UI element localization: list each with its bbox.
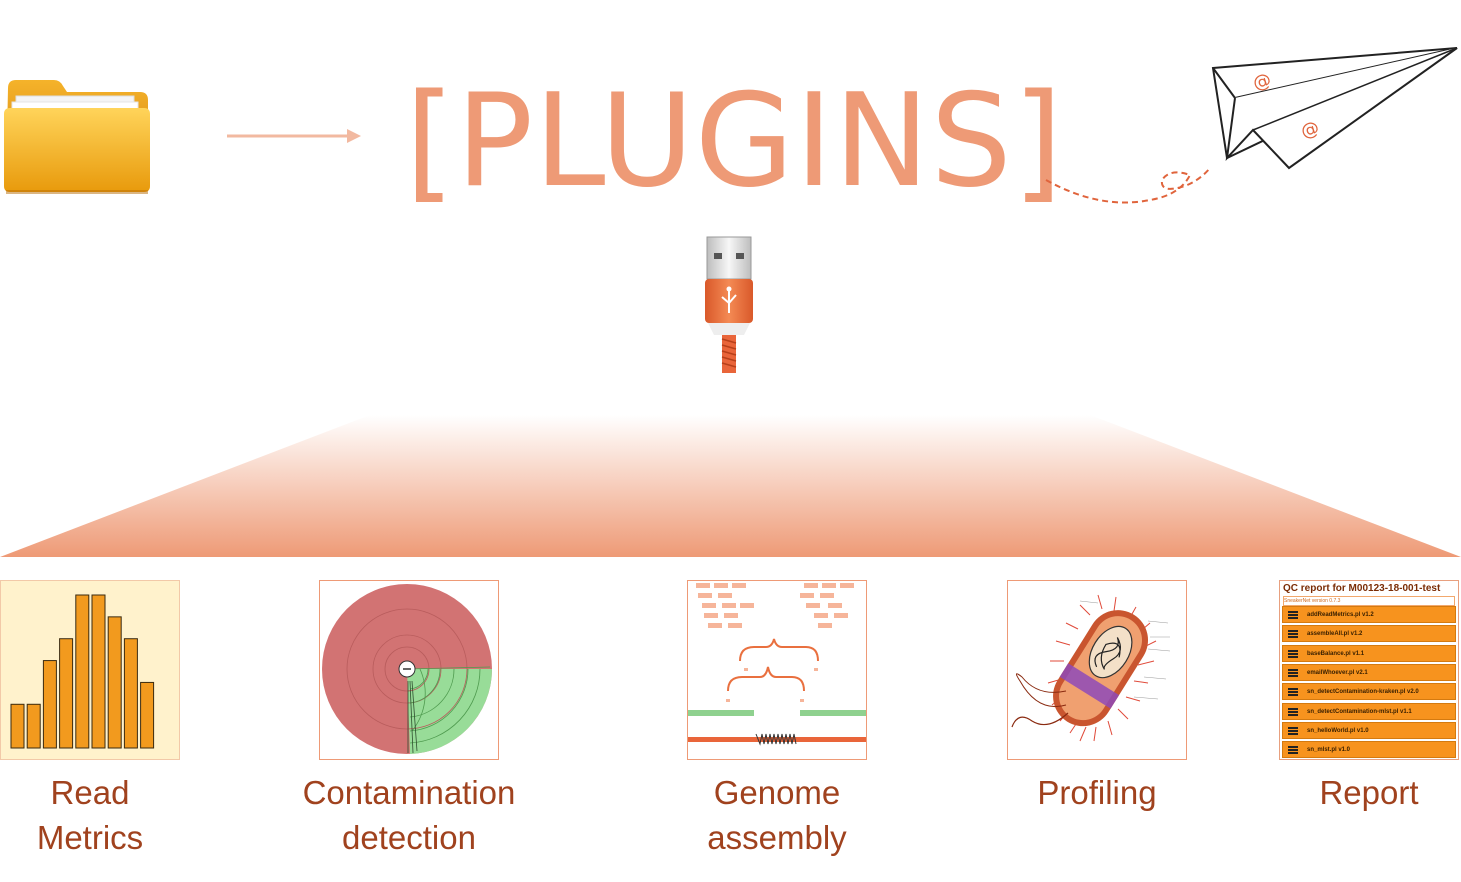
at-sign-icon: @ bbox=[1298, 117, 1322, 143]
hamburger-icon bbox=[1288, 726, 1298, 735]
histogram-icon bbox=[10, 594, 155, 749]
report-row: emailWhoever.pl v2.1 bbox=[1282, 663, 1456, 681]
sunburst-icon bbox=[322, 584, 492, 754]
report-row-label: assembleAll.pl v1.2 bbox=[1307, 631, 1363, 638]
histogram-bar bbox=[107, 616, 122, 749]
plugin-caption-contamination: Contamination detection bbox=[302, 774, 516, 856]
report-subtitle: SneakerNet version 0.7.3 bbox=[1283, 596, 1455, 606]
plugin-caption-read-metrics: Read Metrics bbox=[36, 774, 144, 856]
report-row-label: baseBalance.pl v1.1 bbox=[1307, 650, 1365, 657]
histogram-bar bbox=[75, 594, 90, 749]
usb-connector-icon bbox=[705, 236, 753, 373]
report-row: baseBalance.pl v1.1 bbox=[1282, 644, 1456, 662]
hamburger-icon bbox=[1288, 707, 1298, 716]
report-row: sn_mlst.pl v1.0 bbox=[1282, 741, 1456, 759]
report-row-label: emailWhoever.pl v2.1 bbox=[1307, 669, 1368, 676]
report-row-label: sn_helloWorld.pl v1.0 bbox=[1307, 727, 1369, 734]
report-row: assembleAll.pl v1.2 bbox=[1282, 625, 1456, 643]
assembly-icon bbox=[688, 583, 866, 746]
hamburger-icon bbox=[1288, 746, 1298, 755]
histogram-bar bbox=[26, 703, 41, 749]
report-row: sn_detectContamination-mlst.pl v1.1 bbox=[1282, 702, 1456, 720]
paper-plane-icon: @ @ bbox=[1211, 47, 1458, 170]
report-row-label: sn_detectContamination-mlst.pl v1.1 bbox=[1307, 708, 1412, 715]
hamburger-icon bbox=[1288, 649, 1298, 658]
bacterium-icon bbox=[1011, 594, 1171, 742]
folder-icon bbox=[4, 80, 150, 194]
report-row-label: sn_mlst.pl v1.0 bbox=[1307, 747, 1351, 754]
plugin-fan-shape bbox=[0, 415, 1461, 557]
profiling-tile bbox=[1007, 580, 1187, 760]
plugin-caption-report: Report bbox=[1319, 774, 1419, 811]
plugins-title: [PLUGINS] bbox=[405, 67, 1064, 216]
report-row-label: sn_detectContamination-kraken.pl v2.0 bbox=[1307, 689, 1419, 696]
hamburger-icon bbox=[1288, 630, 1298, 639]
hamburger-icon bbox=[1288, 688, 1298, 697]
histogram-bar bbox=[59, 638, 74, 749]
at-sign-icon: @ bbox=[1250, 69, 1274, 95]
histogram-bar bbox=[140, 681, 155, 749]
hamburger-icon bbox=[1288, 668, 1298, 677]
read-metrics-tile bbox=[0, 580, 180, 760]
plugin-caption-profiling: Profiling bbox=[1037, 774, 1157, 811]
histogram-bar bbox=[10, 703, 25, 749]
dashed-path bbox=[1045, 167, 1211, 204]
report-row-label: addReadMetrics.pl v1.2 bbox=[1307, 612, 1374, 618]
plugin-caption-genome-assembly: Genome assembly bbox=[707, 774, 847, 856]
genome-assembly-tile bbox=[687, 580, 867, 760]
arrow-right-icon bbox=[227, 129, 361, 143]
histogram-bar bbox=[42, 660, 57, 749]
report-row: sn_helloWorld.pl v1.0 bbox=[1282, 721, 1456, 739]
report-row: addReadMetrics.pl v1.2 bbox=[1282, 606, 1456, 623]
report-tile: QC report for M00123-18-001-test Sneaker… bbox=[1279, 580, 1459, 760]
hamburger-icon bbox=[1288, 611, 1298, 619]
report-title: QC report for M00123-18-001-test bbox=[1283, 583, 1441, 594]
histogram-bar bbox=[123, 638, 138, 749]
contamination-tile bbox=[319, 580, 499, 760]
histogram-bar bbox=[91, 594, 106, 749]
report-row: sn_detectContamination-kraken.pl v2.0 bbox=[1282, 683, 1456, 701]
